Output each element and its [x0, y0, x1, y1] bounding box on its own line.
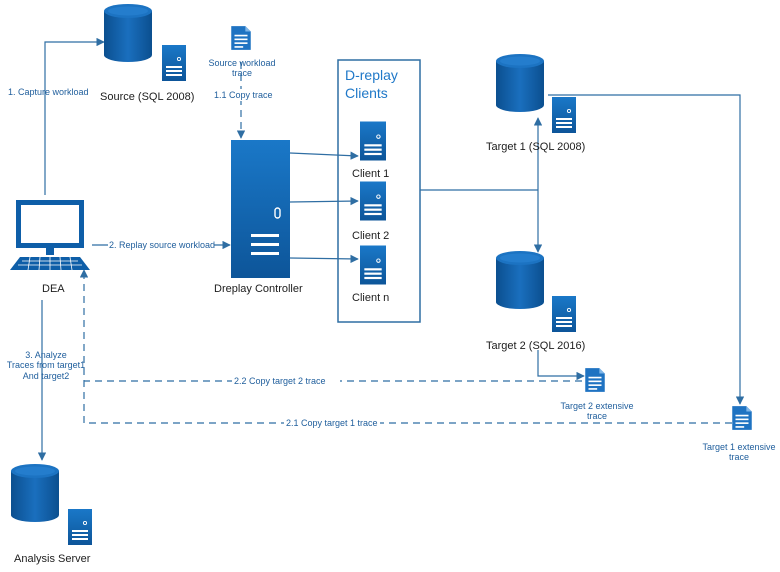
dea-computer-icon: [10, 200, 90, 271]
source-label: Source (SQL 2008): [100, 91, 195, 103]
analysis-database-icon: [11, 464, 59, 522]
client2-label: Client 2: [352, 230, 390, 242]
copy-target2-label: 2.2 Copy target 2 trace: [234, 376, 326, 386]
controller-client2-arrow: [289, 196, 359, 206]
target2-trace-label: Target 2 extensive trace: [560, 401, 634, 422]
target2-database-icon: [496, 251, 544, 309]
controller-label: Dreplay Controller: [214, 283, 303, 295]
target1-database-icon: [496, 54, 544, 112]
target1-trace-arrow: [548, 94, 745, 405]
source-server-icon: [162, 45, 186, 81]
copy-trace-label: 1.1 Copy trace: [214, 90, 273, 100]
clientn-server-icon: [360, 244, 386, 286]
dreplay-clients-title: D-replay Clients: [345, 67, 398, 102]
clientn-label: Client n: [352, 292, 390, 304]
source-trace-document-icon: [231, 26, 251, 50]
target1-trace-document-icon: [732, 406, 752, 430]
replay-workload-label: 2. Replay source workload: [109, 240, 216, 250]
dreplay-controller-icon: [231, 140, 290, 278]
target1-server-icon: [552, 97, 576, 133]
copy-target1-label: 2.1 Copy target 1 trace: [286, 418, 378, 428]
analysis-server-label: Analysis Server: [14, 553, 91, 565]
analyze-label: 3. Analyze Traces from target1 And targe…: [6, 350, 86, 381]
source-database-icon: [104, 4, 152, 62]
capture-workload-arrow: [44, 37, 105, 195]
dea-label: DEA: [42, 283, 65, 295]
client1-label: Client 1: [352, 168, 390, 180]
client2-server-icon: [360, 180, 386, 222]
target1-trace-label: Target 1 extensive trace: [702, 442, 776, 463]
controller-clientn-arrow: [289, 254, 359, 264]
analysis-server-icon: [68, 509, 92, 545]
copy-target1-arrow: [79, 269, 732, 424]
client1-server-icon: [360, 120, 386, 162]
target1-label: Target 1 (SQL 2008): [486, 141, 586, 153]
target2-trace-arrow: [537, 350, 585, 381]
target2-label: Target 2 (SQL 2016): [486, 340, 586, 352]
capture-workload-label: 1. Capture workload: [8, 87, 89, 97]
target2-trace-document-icon: [585, 368, 605, 392]
dreplay-clients-group: [337, 59, 421, 323]
source-trace-label: Source workload trace: [208, 58, 276, 79]
controller-client1-arrow: [289, 151, 359, 160]
target2-server-icon: [552, 296, 576, 332]
